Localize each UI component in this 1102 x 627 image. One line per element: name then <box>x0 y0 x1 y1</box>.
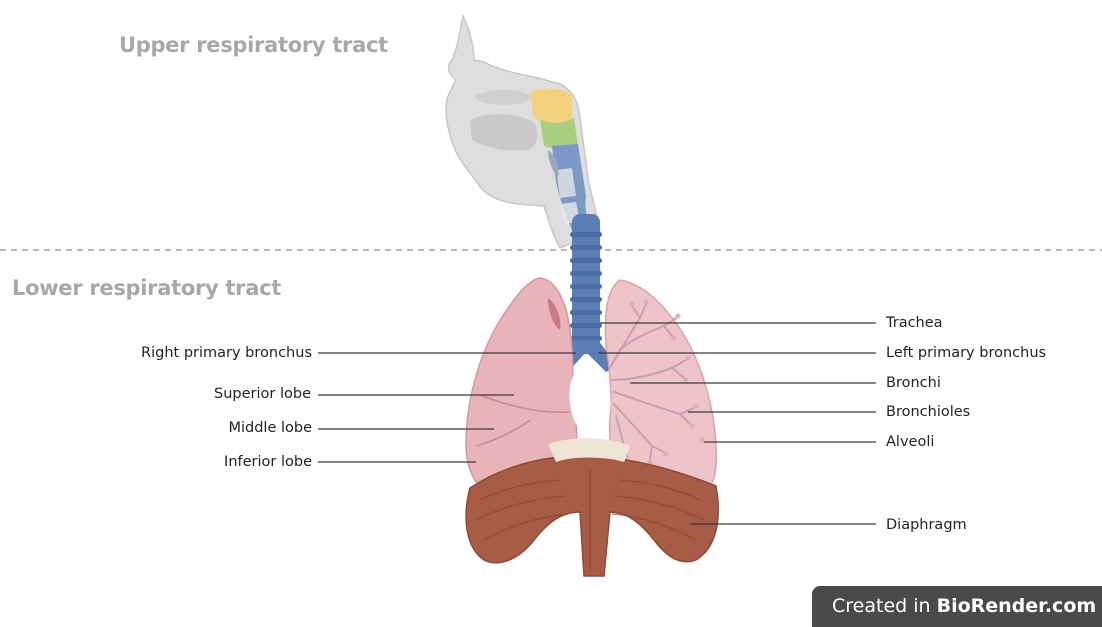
upper-tract-title: Upper respiratory tract <box>119 33 388 57</box>
watermark-prefix: Created in <box>832 595 937 617</box>
label-diaphragm: Diaphragm <box>886 516 967 534</box>
biorender-watermark: Created in BioRender.com <box>812 586 1102 627</box>
label-superior-lobe: Superior lobe <box>214 385 311 403</box>
label-left-primary-bronchus: Left primary bronchus <box>886 344 1046 362</box>
head-illustration <box>446 16 600 248</box>
label-right-primary-bronchus: Right primary bronchus <box>141 344 312 362</box>
lower-tract-title: Lower respiratory tract <box>12 276 281 300</box>
label-alveoli: Alveoli <box>886 433 934 451</box>
watermark-brand: BioRender.com <box>937 595 1097 617</box>
label-bronchi: Bronchi <box>886 374 941 392</box>
label-middle-lobe: Middle lobe <box>228 419 312 437</box>
label-bronchioles: Bronchioles <box>886 403 970 421</box>
label-inferior-lobe: Inferior lobe <box>224 453 312 471</box>
label-trachea: Trachea <box>886 314 943 332</box>
